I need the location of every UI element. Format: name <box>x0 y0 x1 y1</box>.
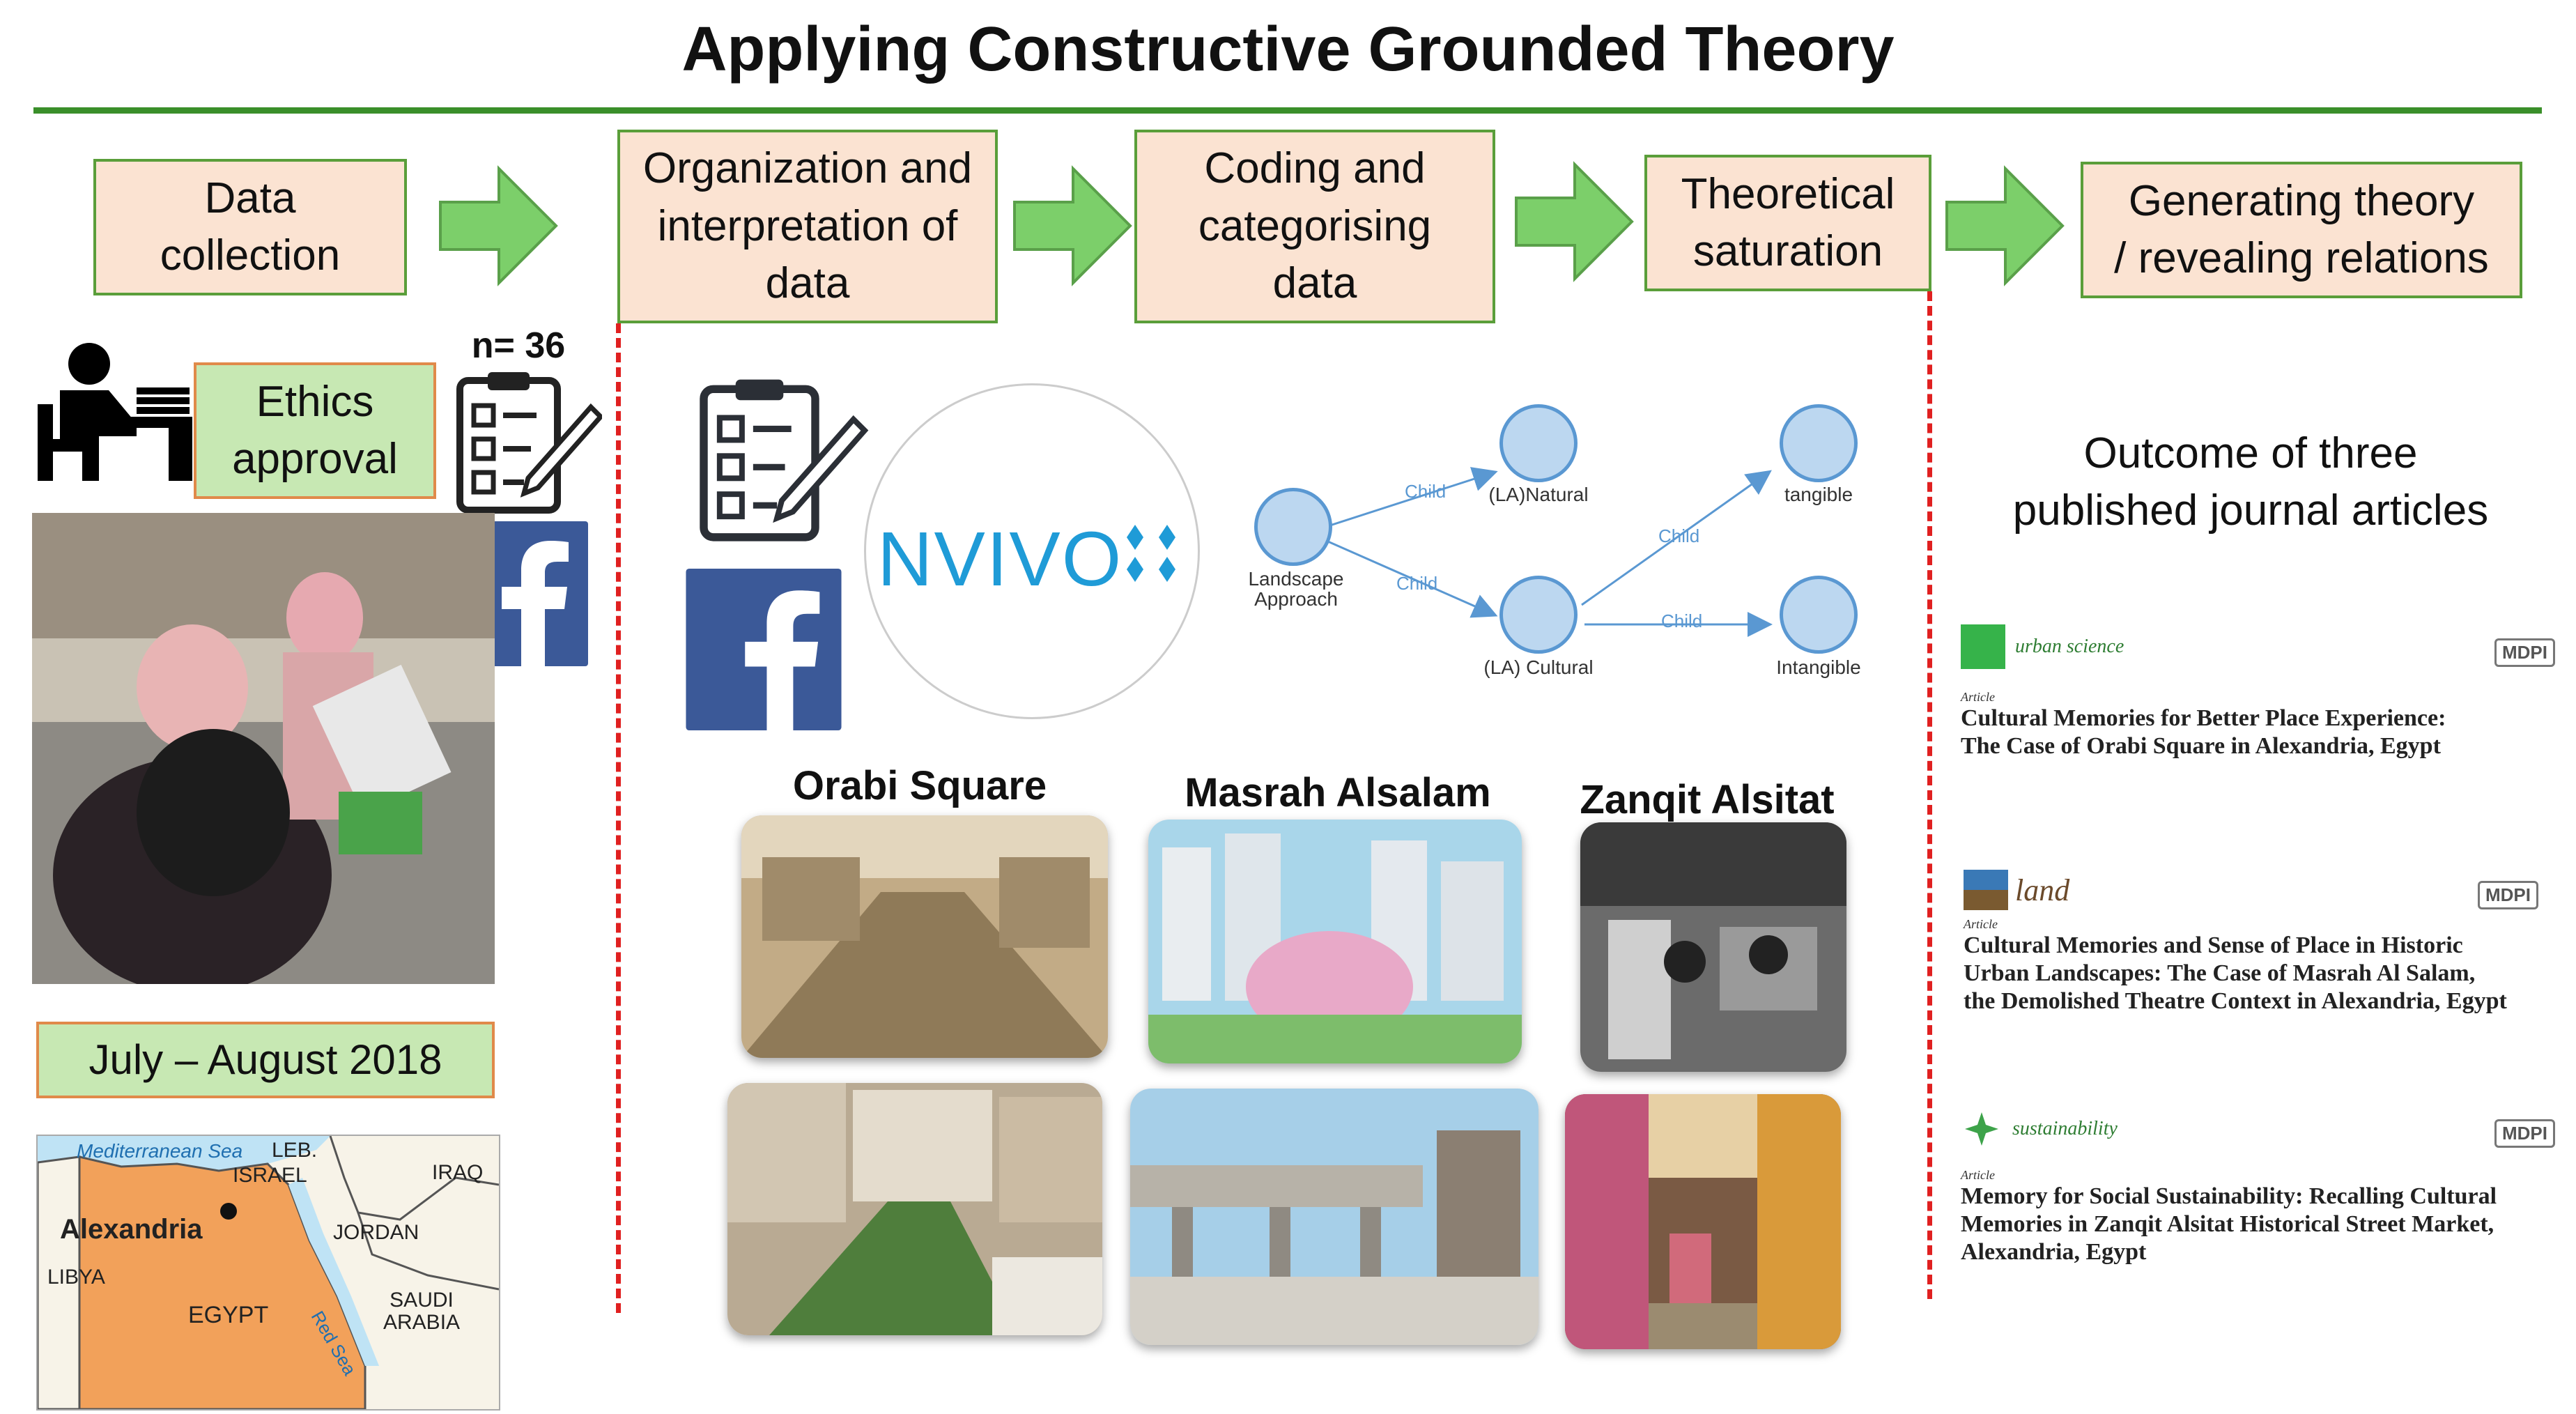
article-title: Cultural Memories for Better Place Exper… <box>1961 705 2446 760</box>
process-arrow-3 <box>1515 161 1634 282</box>
outcome-heading: Outcome of three published journal artic… <box>2012 429 2489 535</box>
clipboard-checklist-icon <box>456 372 602 514</box>
article-kind: Article <box>1961 1168 1995 1182</box>
process-arrow-2 <box>1013 165 1132 286</box>
dashed-separator-left <box>616 323 621 1313</box>
title-rule <box>33 107 2542 114</box>
article-kind: Article <box>1961 690 1995 704</box>
photo-masrah-historic <box>1148 820 1522 1063</box>
map-label-jordan: JORDAN <box>333 1221 419 1244</box>
node-landscape-approach <box>1254 488 1332 566</box>
map-label-saudi: SAUDI ARABIA <box>383 1289 461 1334</box>
map-label-leb: LEB. <box>272 1139 318 1162</box>
egypt-map: Mediterranean Sea LEB. ISRAEL IRAQ JORDA… <box>36 1135 500 1411</box>
photo-zanqit-historic <box>1580 822 1846 1072</box>
mdpi-logo-3: MDPI <box>2494 1119 2555 1148</box>
node-label-tangible: tangible <box>1784 484 1853 505</box>
mdpi-logo: MDPI <box>2494 638 2555 667</box>
article-kind: Article <box>1964 917 1998 931</box>
dashed-separator-right <box>1927 291 1932 1299</box>
photo-orabi-current <box>727 1083 1102 1335</box>
step-organization: Organization and interpretation of data <box>617 130 998 323</box>
journal-name: urban science <box>2015 636 2124 657</box>
urban-science-logo-icon <box>1961 624 2005 669</box>
coding-node-graph <box>1316 467 1773 637</box>
mdpi-logo-2: MDPI <box>2478 881 2538 909</box>
map-label-sea: Mediterranean Sea <box>77 1140 243 1162</box>
node-intangible <box>1780 576 1858 654</box>
node-natural <box>1499 404 1578 482</box>
photo-masrah-current <box>1130 1089 1538 1345</box>
article-title: Cultural Memories and Sense of Place in … <box>1964 932 2507 1015</box>
article-land: land Article Cultural Memories and Sense… <box>1964 870 2549 1015</box>
fieldwork-photo <box>32 513 495 984</box>
location-label-zanqit: Zanqit Alsitat <box>1580 777 1835 822</box>
step-saturation: Theoretical saturation <box>1644 155 1931 291</box>
map-label-israel: ISRAEL <box>233 1164 307 1187</box>
map-label-libya: LIBYA <box>47 1266 105 1289</box>
process-arrow-4 <box>1945 165 2065 286</box>
node-label-cultural: (LA) Cultural <box>1483 656 1594 678</box>
facebook-icon-2 <box>686 569 842 730</box>
nvivo-wordmark: NVIVO <box>877 516 1123 602</box>
edge-label-4: Child <box>1661 610 1703 631</box>
map-label-alexandria: Alexandria <box>60 1214 203 1245</box>
desk-worker-icon <box>38 343 192 481</box>
node-tangible <box>1780 404 1858 482</box>
article-title: Memory for Social Sustainability: Recall… <box>1961 1183 2497 1266</box>
ethics-approval-box: Ethics approval <box>194 362 436 499</box>
land-logo-icon <box>1964 870 2008 910</box>
sample-size-label: n= 36 <box>471 325 566 366</box>
step-coding: Coding and categorising data <box>1134 130 1495 323</box>
node-label-natural: (LA)Natural <box>1488 484 1589 505</box>
page-title: Applying Constructive Grounded Theory <box>681 15 1895 84</box>
article-urban-science: urban science Article Cultural Memories … <box>1961 624 2546 760</box>
step-generating-theory: Generating theory / revealing relations <box>2081 162 2522 298</box>
node-label-root: Landscape Approach <box>1248 568 1344 610</box>
location-label-orabi: Orabi Square <box>792 763 1047 808</box>
nvivo-diamond-icon <box>1127 525 1175 582</box>
article-sustainability: sustainability Article Memory for Social… <box>1961 1108 2546 1266</box>
date-range-box: July – August 2018 <box>36 1022 495 1098</box>
journal-name: sustainability <box>2012 1118 2118 1139</box>
journal-name: land <box>2015 873 2070 907</box>
edge-label-1: Child <box>1405 481 1447 502</box>
sustainability-leaf-icon <box>1965 1112 1998 1146</box>
nvivo-logo: NVIVO <box>864 383 1200 719</box>
map-shapes <box>38 1136 499 1409</box>
clipboard-checklist-icon-2 <box>700 379 869 541</box>
map-label-egypt: EGYPT <box>188 1302 269 1328</box>
node-cultural <box>1499 576 1578 654</box>
photo-zanqit-current <box>1565 1094 1841 1349</box>
edge-label-3: Child <box>1658 525 1700 546</box>
step-data-collection: Data collection <box>93 159 407 295</box>
node-label-intangible: Intangible <box>1776 656 1861 678</box>
photo-orabi-historic <box>741 815 1108 1058</box>
location-label-masrah: Masrah Alsalam <box>1185 770 1491 815</box>
process-arrow-1 <box>439 165 558 286</box>
edge-label-2: Child <box>1396 573 1438 594</box>
map-label-iraq: IRAQ <box>432 1161 484 1184</box>
